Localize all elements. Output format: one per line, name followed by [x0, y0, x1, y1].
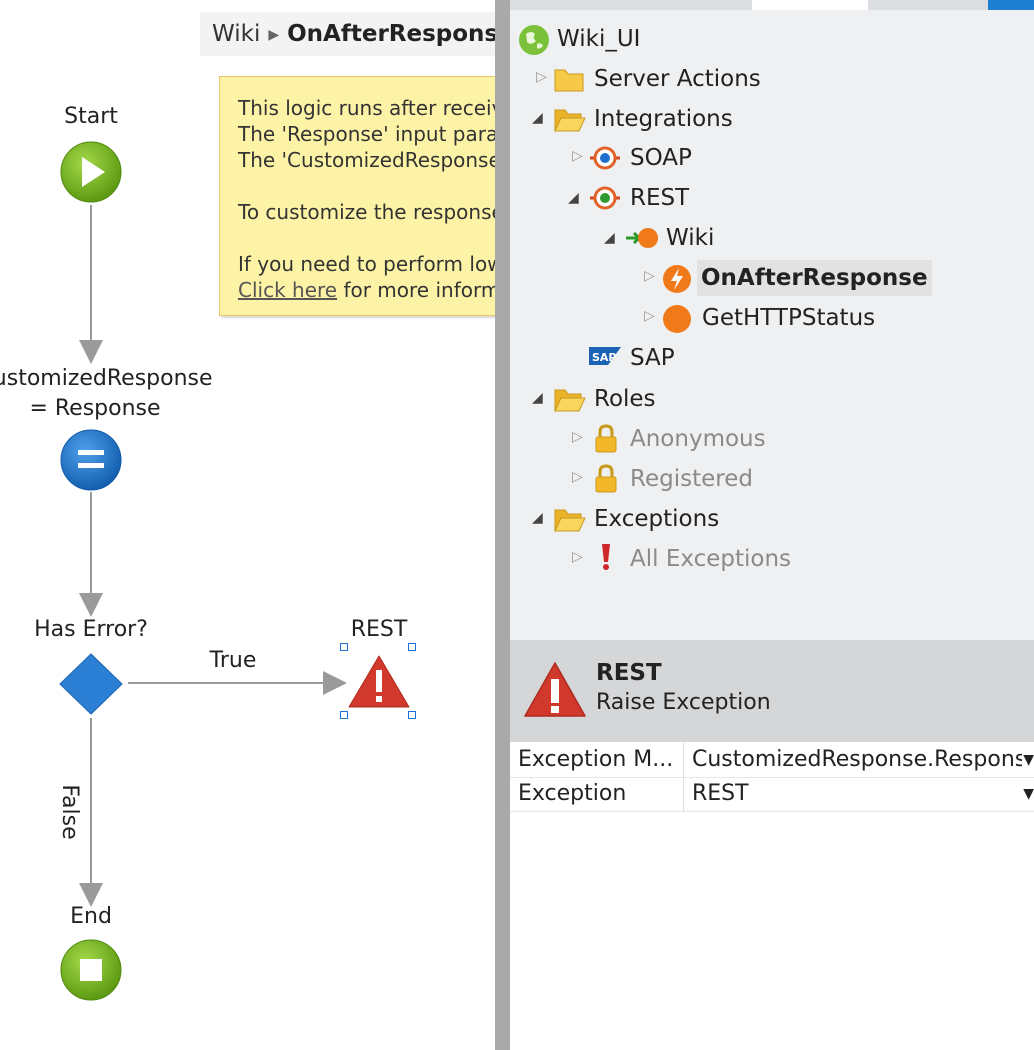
sap-icon: SAP — [589, 347, 621, 365]
tree-item-roles[interactable]: Roles — [594, 386, 656, 412]
expand-arrow-icon[interactable]: ▷ — [644, 268, 655, 284]
tree-item-exceptions[interactable]: Exceptions — [594, 506, 720, 532]
callback-lightning-icon — [663, 265, 691, 293]
selection-handle[interactable] — [408, 711, 416, 719]
open-folder-icon — [554, 509, 586, 532]
top-tab-active[interactable] — [988, 0, 1034, 10]
open-folder-icon — [554, 109, 586, 132]
panel-splitter[interactable] — [495, 0, 510, 1050]
rest-icon — [590, 186, 620, 210]
property-row: Exception M... CustomizedResponse.Respon… — [510, 743, 1034, 778]
if-label: Has Error? — [34, 617, 148, 642]
false-branch-label: False — [57, 784, 82, 840]
note-link[interactable]: Click here — [238, 278, 338, 302]
if-node[interactable] — [59, 653, 123, 715]
module-globe-icon — [519, 25, 549, 55]
svg-text:SAP: SAP — [592, 351, 617, 364]
start-node[interactable] — [60, 141, 122, 203]
lock-icon — [595, 464, 617, 493]
properties-title: REST — [596, 660, 662, 686]
tree-root-label[interactable]: Wiki_UI — [557, 26, 641, 52]
tree-item-registered[interactable]: Registered — [630, 466, 753, 492]
collapse-arrow-icon[interactable]: ◢ — [532, 510, 543, 526]
property-name: Exception M... — [518, 747, 674, 772]
expand-arrow-icon[interactable]: ▷ — [644, 308, 655, 324]
note-line: The 'CustomizedResponse' output — [238, 148, 495, 172]
breadcrumb: Wiki ▶ OnAfterResponse — [200, 12, 495, 56]
start-label: Start — [64, 104, 118, 129]
property-name: Exception — [518, 781, 627, 806]
dropdown-arrow-icon[interactable]: ▼ — [1023, 786, 1034, 802]
raise-exception-icon — [524, 662, 586, 717]
breadcrumb-page: OnAfterResponse — [287, 21, 495, 47]
note-line: Click here for more information — [238, 277, 495, 303]
selection-handle[interactable] — [408, 643, 416, 651]
note-link-tail: for more information — [343, 278, 495, 302]
expand-arrow-icon[interactable]: ▷ — [572, 549, 583, 565]
breadcrumb-module[interactable]: Wiki — [212, 21, 261, 47]
comment-note[interactable]: This logic runs after receiving The 'Res… — [219, 76, 495, 316]
selection-handle[interactable] — [340, 711, 348, 719]
tree-item-wiki[interactable]: Wiki — [666, 225, 715, 251]
property-value-input[interactable]: CustomizedResponse.Response — [683, 743, 1022, 777]
tree-item-integrations[interactable]: Integrations — [594, 106, 733, 132]
note-line: To customize the response — [238, 200, 495, 224]
collapse-arrow-icon[interactable]: ◢ — [568, 190, 579, 206]
flow-canvas[interactable]: Start CustomizedResponse = Response Has … — [0, 0, 495, 1050]
collapse-arrow-icon[interactable]: ◢ — [532, 110, 543, 126]
tree-item-server-actions[interactable]: Server Actions — [594, 66, 761, 92]
properties-subtitle: Raise Exception — [596, 690, 771, 715]
assign-label-line2: = Response — [29, 396, 161, 421]
expand-arrow-icon[interactable]: ▷ — [572, 429, 583, 445]
true-branch-label: True — [209, 648, 257, 673]
collapse-arrow-icon[interactable]: ◢ — [604, 230, 615, 246]
properties-header — [510, 640, 1034, 742]
expand-arrow-icon[interactable]: ▷ — [536, 69, 547, 85]
tree-item-anonymous[interactable]: Anonymous — [630, 426, 766, 452]
tree-item-all-exceptions[interactable]: All Exceptions — [630, 546, 791, 572]
flow-diagram — [59, 141, 410, 1001]
exclamation-icon — [602, 544, 610, 570]
rest-method-icon — [663, 305, 691, 333]
expand-arrow-icon[interactable]: ▷ — [572, 148, 583, 164]
end-node[interactable] — [60, 939, 122, 1001]
property-row: Exception REST ▼ — [510, 777, 1034, 812]
breadcrumb-chevron-icon: ▶ — [268, 27, 280, 43]
note-line: The 'Response' input parameter — [238, 122, 495, 146]
raise-exception-label: REST — [350, 617, 408, 642]
assign-node[interactable] — [60, 429, 122, 491]
note-line: If you need to perform low — [238, 252, 495, 276]
tree-item-gethttpstatus[interactable]: GetHTTPStatus — [702, 305, 876, 331]
tree-item-soap[interactable]: SOAP — [630, 145, 692, 171]
folder-icon — [554, 69, 584, 92]
collapse-arrow-icon[interactable]: ◢ — [532, 390, 543, 406]
open-folder-icon — [554, 389, 586, 412]
property-value-select[interactable]: REST — [683, 777, 1022, 811]
elements-tree[interactable] — [510, 10, 1034, 640]
end-label: End — [70, 904, 112, 929]
dropdown-arrow-icon[interactable]: ▼ — [1023, 752, 1034, 768]
selection-handle[interactable] — [340, 643, 348, 651]
tree-item-onafterresponse[interactable]: OnAfterResponse — [697, 260, 932, 296]
note-line: This logic runs after receiving — [238, 96, 495, 120]
lock-icon — [595, 424, 617, 453]
assign-label-line1: CustomizedResponse — [0, 366, 213, 391]
expand-arrow-icon[interactable]: ▷ — [572, 469, 583, 485]
tree-item-sap[interactable]: SAP — [630, 345, 675, 371]
consumed-api-icon — [626, 228, 658, 248]
soap-icon — [590, 146, 620, 170]
raise-exception-node[interactable] — [348, 655, 410, 708]
tree-item-rest[interactable]: REST — [630, 185, 690, 211]
properties-grid — [510, 742, 1034, 1050]
